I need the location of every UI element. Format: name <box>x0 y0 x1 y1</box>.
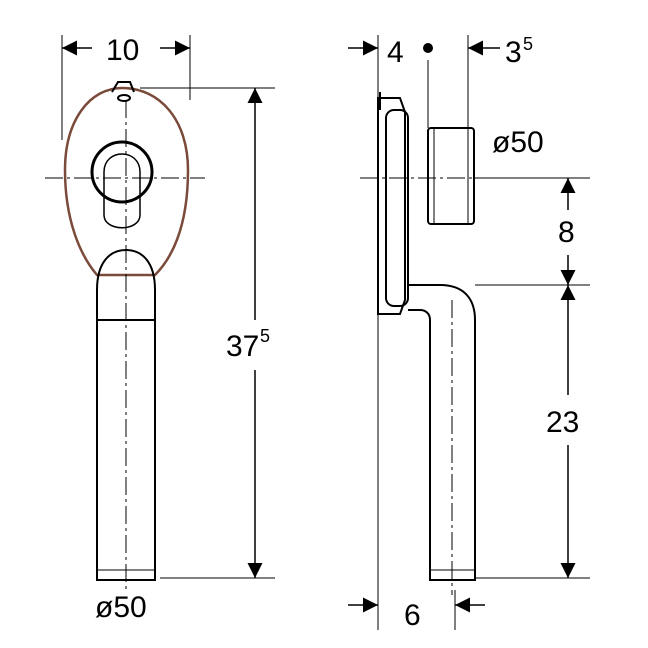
side-view <box>348 35 590 630</box>
stub-dim-sup: 5 <box>523 34 533 54</box>
height-dim-sup: 5 <box>260 326 270 346</box>
front-view <box>45 35 275 590</box>
stub-dim-label: 3 <box>505 36 522 69</box>
wall-dim-label: 4 <box>387 36 404 69</box>
pipe-dim-label: 23 <box>546 406 579 439</box>
outlet-dia-label: ø50 <box>95 591 147 624</box>
stub-dia-label: ø50 <box>492 126 544 159</box>
reference-dot <box>423 43 433 53</box>
height-dim-label: 37 <box>226 330 259 363</box>
width-dim-label: 10 <box>106 34 139 67</box>
offset-dim-label: 6 <box>404 599 421 632</box>
elbow-dim-label: 8 <box>558 216 575 249</box>
